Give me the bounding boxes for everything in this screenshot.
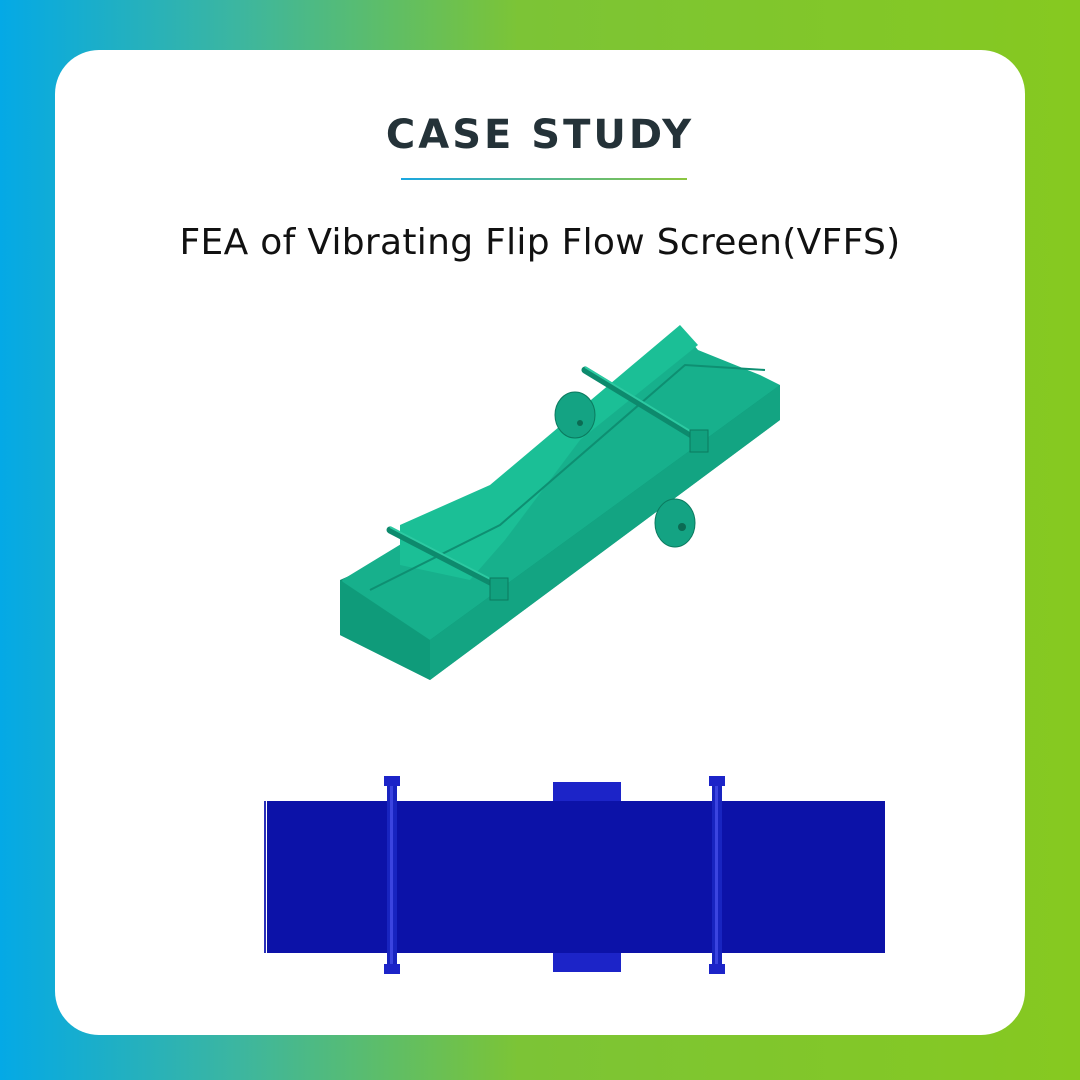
vffs-top-view-model: [264, 776, 885, 974]
case-study-label: CASE STUDY: [385, 112, 695, 158]
title-divider: [401, 178, 687, 180]
vffs-isometric-model: [340, 325, 780, 680]
page-title: FEA of Vibrating Flip Flow Screen(VFFS): [179, 222, 901, 263]
content-card: CASE STUDY FEA of Vibrating Flip Flow Sc…: [55, 50, 1025, 1035]
